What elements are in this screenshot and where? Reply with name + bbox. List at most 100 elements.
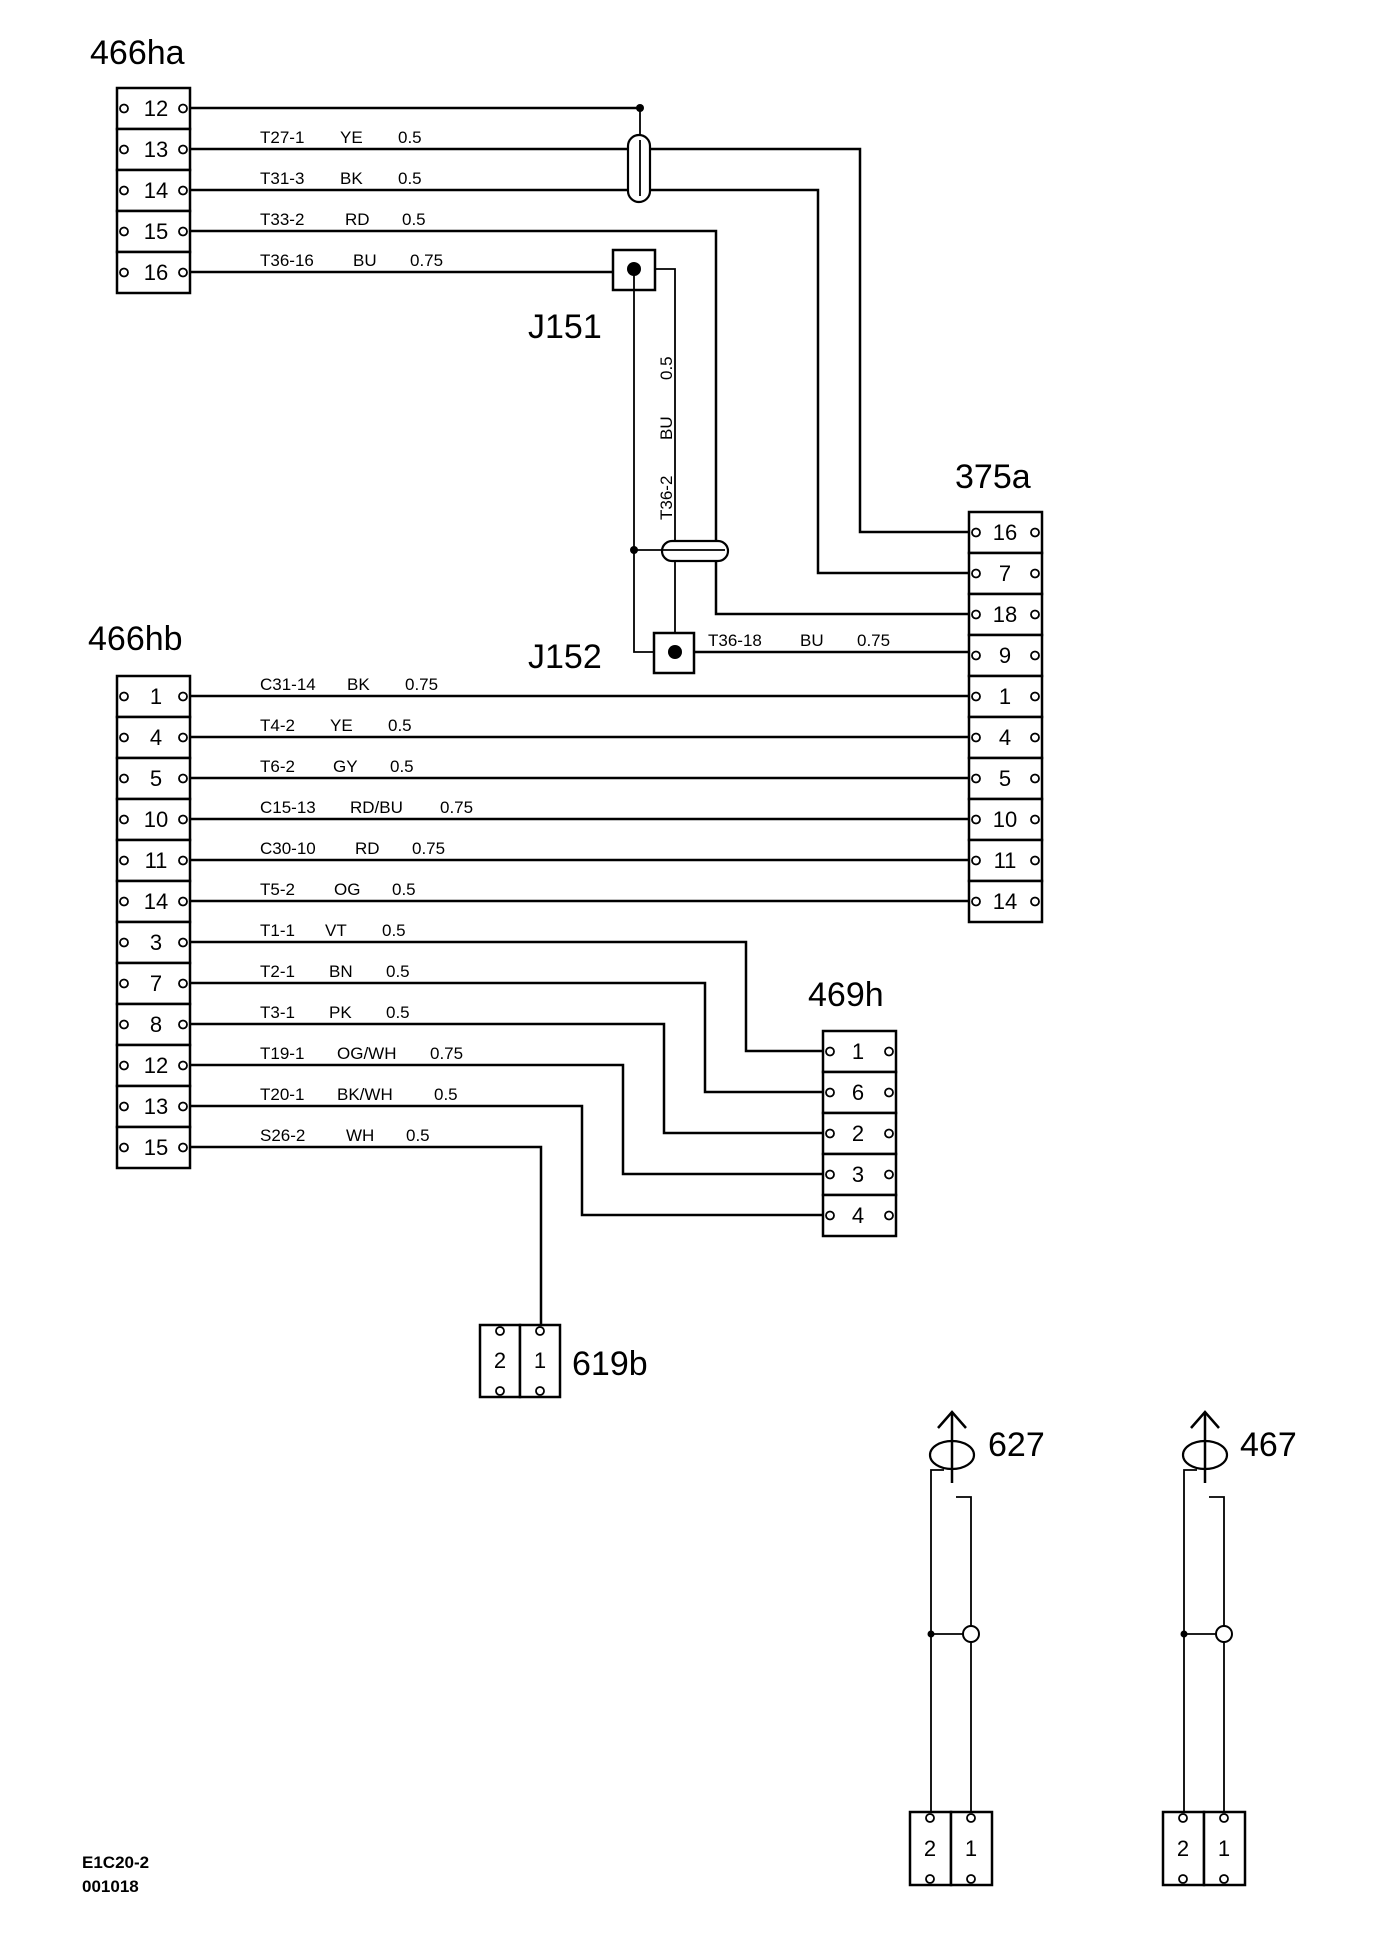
junction-j152-label: J152 bbox=[528, 638, 602, 676]
pin-number: 1 bbox=[999, 684, 1011, 709]
footer-date: 001018 bbox=[82, 1877, 139, 1896]
wire-t3-1 bbox=[190, 1022, 823, 1135]
pin-number: 18 bbox=[993, 602, 1017, 627]
connector-467-title: 467 bbox=[1240, 1426, 1297, 1464]
pin-number: 7 bbox=[150, 971, 162, 996]
pin-number: 11 bbox=[145, 848, 168, 873]
connector-466hb-pin: 7 bbox=[115, 961, 192, 1006]
pin-number: 12 bbox=[144, 96, 168, 121]
connector-466ha-pin: 14 bbox=[115, 168, 192, 213]
connector-466hb-pin: 3 bbox=[115, 920, 192, 965]
wire-t20-1 bbox=[190, 1104, 823, 1217]
wires-bottom bbox=[190, 694, 969, 1325]
wire-t19-1 bbox=[190, 1063, 823, 1176]
connector-375a-pin: 10 bbox=[967, 797, 1044, 842]
pin-number: 13 bbox=[144, 137, 168, 162]
connector-375a-pin: 4 bbox=[967, 715, 1044, 760]
pin-number: 5 bbox=[150, 766, 162, 791]
pin-number: 1 bbox=[534, 1348, 546, 1373]
connector-375a: 16 7 18 9 1 4 5 10 11 14 bbox=[967, 510, 1044, 924]
connector-466ha-pin: 12 bbox=[115, 86, 192, 131]
pin-number: 16 bbox=[993, 520, 1017, 545]
pin-number: 5 bbox=[999, 766, 1011, 791]
footer-code: E1C20-2 bbox=[82, 1853, 149, 1872]
pin-number: 2 bbox=[494, 1348, 506, 1373]
connector-466ha: 12 13 14 15 16 bbox=[115, 86, 192, 295]
pin-number: 14 bbox=[993, 889, 1017, 914]
connector-375a-pin: 14 bbox=[967, 879, 1044, 924]
connector-466hb-pin: 8 bbox=[115, 1002, 192, 1047]
junction-j151-label: J151 bbox=[528, 308, 602, 346]
connector-469h-pin: 2 bbox=[821, 1111, 898, 1156]
connector-627-title: 627 bbox=[988, 1426, 1045, 1464]
connector-627: 2 1 bbox=[908, 1810, 994, 1887]
connector-466hb-pin: 12 bbox=[115, 1043, 192, 1088]
wire-s26-2 bbox=[190, 1145, 543, 1325]
wire-label-vertical: T36-2 BU 0.5 bbox=[657, 356, 676, 520]
svg-text:BU: BU bbox=[657, 416, 676, 440]
sensor-467 bbox=[1180, 1410, 1233, 1812]
pin-number: 11 bbox=[994, 848, 1017, 873]
connector-466hb-pin: 14 bbox=[115, 879, 192, 924]
connector-469h-title: 469h bbox=[808, 976, 884, 1014]
sensor-627 bbox=[927, 1410, 980, 1812]
connector-469h-pin: 3 bbox=[821, 1152, 898, 1197]
pin-number: 12 bbox=[144, 1053, 168, 1078]
connector-466hb-pin: 4 bbox=[115, 715, 192, 760]
pin-number: 8 bbox=[150, 1012, 162, 1037]
pin-number: 4 bbox=[999, 725, 1011, 750]
pin-number: 2 bbox=[1177, 1836, 1189, 1861]
connector-466ha-title: 466ha bbox=[90, 34, 185, 72]
pin-number: 2 bbox=[852, 1121, 864, 1146]
pin-number: 1 bbox=[965, 1836, 977, 1861]
twisted-pair-marker bbox=[660, 539, 730, 563]
pin-number: 1 bbox=[150, 684, 162, 709]
connector-466ha-pin: 13 bbox=[115, 127, 192, 172]
connector-469h-pin: 6 bbox=[821, 1070, 898, 1115]
wire-t1-1 bbox=[190, 940, 823, 1053]
connector-375a-pin: 1 bbox=[967, 674, 1044, 719]
connector-466hb-pin: 11 bbox=[115, 838, 192, 883]
connector-466hb-pin: 1 bbox=[115, 674, 192, 719]
connector-619b-title: 619b bbox=[572, 1345, 648, 1383]
connector-466ha-pin: 15 bbox=[115, 209, 192, 254]
eye-icon bbox=[1181, 1439, 1229, 1471]
pin-number: 16 bbox=[144, 260, 168, 285]
connector-375a-pin: 18 bbox=[967, 592, 1044, 637]
pin-number: 4 bbox=[852, 1203, 864, 1228]
connector-375a-pin: 5 bbox=[967, 756, 1044, 801]
pin-number: 9 bbox=[999, 643, 1011, 668]
pin-number: 14 bbox=[144, 178, 168, 203]
connector-375a-pin: 16 bbox=[967, 510, 1044, 555]
wire-t31-3 bbox=[190, 188, 969, 575]
pin-number: 13 bbox=[144, 1094, 168, 1119]
wire-j151-j152-left bbox=[633, 269, 654, 653]
connector-466ha-pin: 16 bbox=[115, 250, 192, 295]
connector-466hb: 1 4 5 10 11 14 3 7 8 12 13 15 bbox=[115, 674, 192, 1170]
connector-469h-pin: 4 bbox=[821, 1193, 898, 1238]
pin-number: 10 bbox=[993, 807, 1017, 832]
pin-number: 6 bbox=[852, 1080, 864, 1105]
connector-467: 2 1 bbox=[1161, 1810, 1247, 1887]
svg-text:T36-2: T36-2 bbox=[657, 476, 676, 520]
pin-number: 14 bbox=[144, 889, 168, 914]
pin-number: 3 bbox=[852, 1162, 864, 1187]
connector-375a-title: 375a bbox=[955, 458, 1031, 496]
connector-619b: 2 1 bbox=[478, 1323, 562, 1399]
pin-number: 1 bbox=[852, 1039, 864, 1064]
